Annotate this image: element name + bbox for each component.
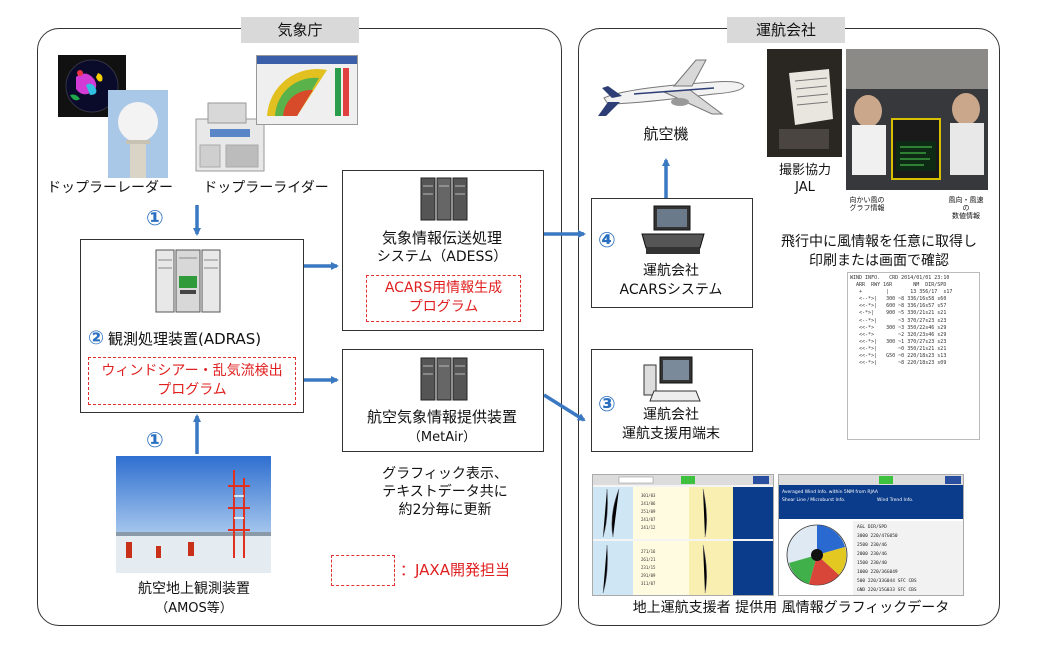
svg-text:Wind Trend Info.: Wind Trend Info. xyxy=(877,497,913,503)
amos-label-2: （AMOS等） xyxy=(155,601,233,616)
amos-label-1: 航空地上観測装置 xyxy=(138,581,250,597)
svg-text:261/21: 261/21 xyxy=(641,557,656,562)
windshear-program-box: ウィンドシアー・乱気流検出 プログラム xyxy=(88,357,296,405)
printout-line: <--*>| 300 ~8 336/16s58 s60 xyxy=(850,296,947,303)
arrow-metair-to-terminal xyxy=(543,393,586,422)
jaxa-legend-text: ：JAXA開発担当 xyxy=(400,561,510,579)
adess-label-2: システム（ADESS） xyxy=(376,249,508,265)
adras-server-icon xyxy=(152,246,224,316)
svg-text:Averaged Wind Info. within 5NM: Averaged Wind Info. within 5NM from RJAA xyxy=(782,489,879,495)
update-note-3: 約2分毎に更新 xyxy=(398,502,492,518)
step-4: ④ xyxy=(598,228,616,252)
ground-display-right: Averaged Wind Info. within 5NM from RJAA… xyxy=(778,474,964,596)
svg-text:271/16: 271/16 xyxy=(641,549,656,554)
acars-program-line2: プログラム xyxy=(408,299,479,315)
ground-display-left: 301/03 241/06 251/09 241/07 241/12 271/16 261/… xyxy=(592,474,774,596)
doppler-radar-label: ドップラーレーダー xyxy=(47,180,173,196)
ground-caption: 地上運航支援者 提供用 風情報グラフィックデータ xyxy=(632,600,950,616)
printout-line: <-*>| 900 ~5 330/21s21 s21 xyxy=(850,310,947,317)
metair-label-2: （MetAir） xyxy=(407,430,477,445)
update-note-2: テキストデータ共に xyxy=(382,484,508,500)
acars-printout: WIND INFO. CRD 2014/01/01 23:10 ARR RWY … xyxy=(847,272,980,440)
amos-photo xyxy=(116,456,271,573)
svg-text:GND 220/15G033 SFC CBS: GND 220/15G033 SFC CBS xyxy=(857,587,917,593)
windshear-program-line2: プログラム xyxy=(157,382,227,398)
step-1-top: ① xyxy=(146,206,164,230)
svg-text:Shear Line / Microburst Info.: Shear Line / Microburst Info. xyxy=(782,497,845,503)
acars-program-line1: ACARS用情報生成 xyxy=(384,280,503,296)
svg-text:301/03: 301/03 xyxy=(641,493,656,498)
svg-text:500 220/33G044 SFC CBS: 500 220/33G044 SFC CBS xyxy=(857,578,917,584)
terminal-label-2: 運航支援用端末 xyxy=(622,426,720,442)
printout-line: <<-*>| 600 ~8 336/16s57 s57 xyxy=(850,303,947,310)
display-right-label: 風向・風速の数値情報 xyxy=(948,196,984,220)
step-2: ② xyxy=(88,327,105,349)
acars-console-icon xyxy=(640,204,706,256)
doppler-lidar-label: ドップラーライダー xyxy=(203,180,329,196)
svg-text:241/07: 241/07 xyxy=(641,517,656,522)
svg-text:291/09: 291/09 xyxy=(641,573,656,578)
lidar-display-image xyxy=(256,55,358,125)
acars-system-label-1: 運航会社 xyxy=(643,263,699,279)
terminal-pc-icon xyxy=(640,355,704,405)
svg-text:2000 230/46: 2000 230/46 xyxy=(857,551,887,557)
display-left-label: 向かい風のグラフ情報 xyxy=(849,196,885,212)
printout-line: + | 13 356/17 s17 xyxy=(850,289,953,296)
svg-text:1500 230/40: 1500 230/40 xyxy=(857,560,887,566)
adess-server-icon xyxy=(419,176,469,222)
printout-line: ARR RWY 16R NM DIR/SPD xyxy=(850,282,947,289)
svg-text:241/12: 241/12 xyxy=(641,525,656,530)
photo-credit-2: JAL xyxy=(795,180,815,195)
svg-text:231/15: 231/15 xyxy=(641,565,656,570)
svg-text:311/07: 311/07 xyxy=(641,581,656,586)
metair-label-1: 航空気象情報提供装置 xyxy=(366,408,517,426)
printout-line: <<-*>| ~0 350/21s21 s21 xyxy=(850,345,947,352)
printout-line: <<-*> 300 ~3 350/22s46 s29 xyxy=(850,324,947,331)
doppler-lidar-image xyxy=(190,95,272,175)
svg-text:AGL DIR/SPD: AGL DIR/SPD xyxy=(857,524,887,530)
windshear-program-line1: ウィンドシアー・乱気流検出 xyxy=(101,363,283,379)
svg-text:3000 220/47G050: 3000 220/47G050 xyxy=(857,533,898,539)
cockpit-printout-photo xyxy=(767,49,842,157)
printout-line: <<-*>| 300 ~1 370/27s23 s23 xyxy=(850,338,947,345)
printout-line: <<-*>| G50 ~0 220/18s23 s13 xyxy=(850,353,947,360)
printout-line: <--*>| ~3 370/27s23 s23 xyxy=(850,317,947,324)
step-1-bottom: ① xyxy=(146,428,164,452)
metair-server-icon xyxy=(419,356,469,402)
doppler-radar-image xyxy=(108,90,168,178)
terminal-label-1: 運航会社 xyxy=(643,407,699,423)
update-note-1: グラフィック表示、 xyxy=(382,466,508,482)
acars-system-label-2: ACARSシステム xyxy=(619,282,723,298)
svg-text:251/09: 251/09 xyxy=(641,509,656,514)
adras-label: 観測処理装置(ADRAS) xyxy=(108,330,262,348)
svg-text:241/06: 241/06 xyxy=(641,501,656,506)
svg-text:1000 220/36G049: 1000 220/36G049 xyxy=(857,569,898,575)
jma-tag: 気象庁 xyxy=(241,17,359,43)
svg-text:2500 230/46: 2500 230/46 xyxy=(857,542,887,548)
acars-program-box: ACARS用情報生成 プログラム xyxy=(366,275,521,322)
printout-line: <<-*> ~2 320/23s46 s29 xyxy=(850,331,947,338)
adess-label-1: 気象情報伝送処理 xyxy=(381,229,502,247)
photo-credit-1: 撮影協力 xyxy=(778,163,831,178)
airline-tag: 運航会社 xyxy=(727,17,845,43)
inflight-note-1: 飛行中に風情報を任意に取得し xyxy=(781,234,977,250)
jaxa-legend-swatch xyxy=(331,555,395,586)
step-3: ③ xyxy=(598,392,616,416)
printout-line: WIND INFO. CRD 2014/01/01 23:10 xyxy=(850,275,950,281)
printout-line: <<-*>| ~8 220/18s23 s09 xyxy=(850,360,947,367)
aircraft-label: 航空機 xyxy=(643,125,689,143)
cockpit-pilots-photo xyxy=(846,49,988,190)
inflight-note-2: 印刷または画面で確認 xyxy=(809,253,949,269)
radar-display-image xyxy=(58,55,126,117)
aircraft-image xyxy=(594,52,750,122)
